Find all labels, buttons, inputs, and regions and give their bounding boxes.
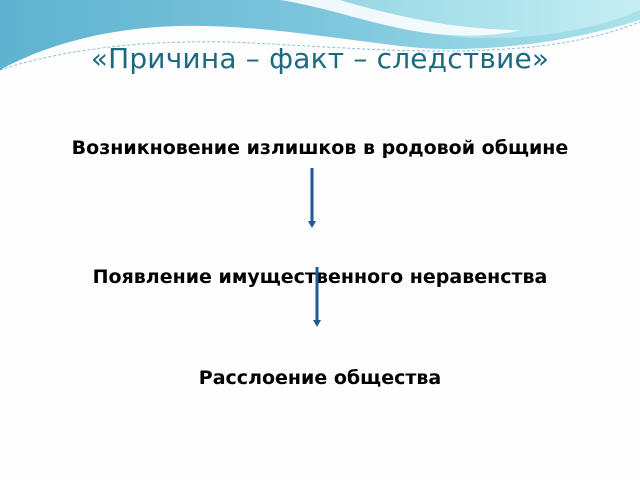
arrow-down-icon xyxy=(308,168,316,228)
step-cause: Возникновение излишков в родовой общине xyxy=(71,137,569,159)
step-consequence: Расслоение общества xyxy=(198,367,442,389)
header-wave-decoration xyxy=(0,0,640,71)
arrow-down-icon xyxy=(313,267,321,327)
step-fact: Появление имущественного неравенства xyxy=(92,266,548,288)
slide-title: «Причина – факт – следствие» xyxy=(90,42,550,75)
